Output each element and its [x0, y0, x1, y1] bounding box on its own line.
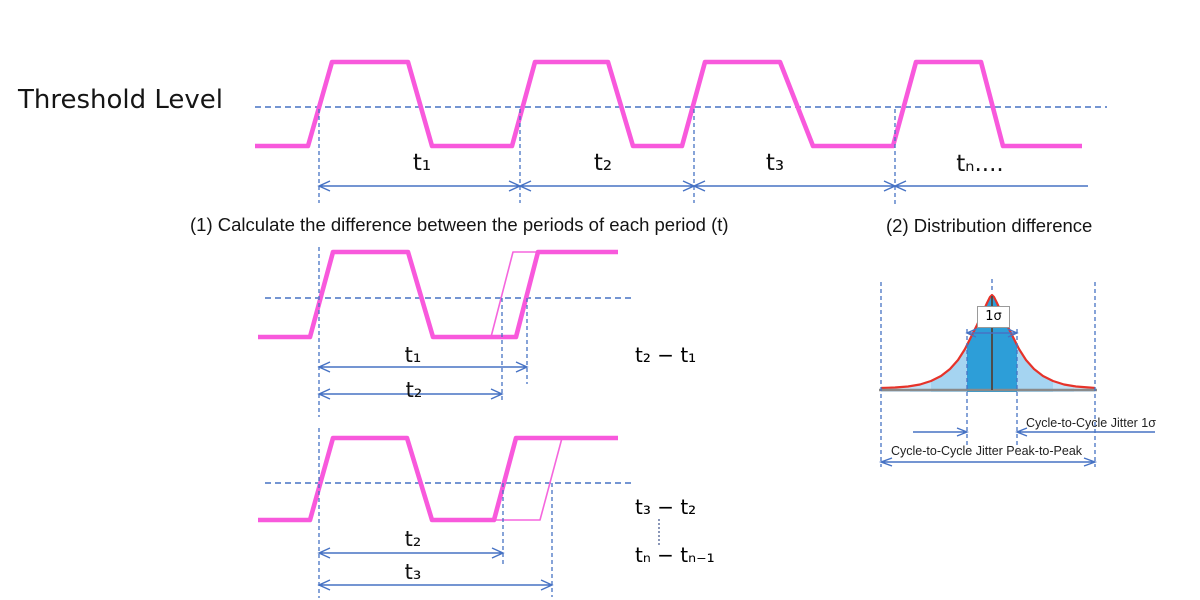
t3-dimension-arrow — [692, 180, 897, 192]
gaussian-curve — [880, 293, 1096, 390]
top-tn-label: tₙ.... — [956, 151, 1004, 177]
ellipsis-dots — [658, 519, 660, 545]
t1-dimension-arrow-d1 — [317, 361, 529, 373]
threshold-level-label: Threshold Level — [18, 85, 224, 115]
d1-t2-label: t₂ — [405, 378, 423, 402]
jitter-p2p-dimension-arrow — [878, 457, 1098, 467]
reference-waveform-t1 — [258, 249, 618, 340]
overlay-waveform-t2 — [468, 251, 618, 338]
d2-t3-label: t₃ — [404, 560, 422, 584]
t2-dimension-arrow — [518, 180, 696, 192]
reference-waveform-t2 — [258, 435, 618, 523]
tn-dimension-arrow — [893, 180, 1088, 192]
sigma-value-box: 1σ — [977, 306, 1010, 328]
overlay-waveform-t3 — [480, 437, 618, 521]
d2-t2-label: t₂ — [404, 527, 422, 551]
jitter-p2p-label: Cycle-to-Cycle Jitter Peak-to-Peak — [891, 444, 1083, 458]
top-t2-label: t₂ — [593, 150, 613, 176]
period-compare-diagram-1 — [258, 247, 633, 417]
formula-tn-minus-tn1: tₙ − tₙ₋₁ — [635, 543, 715, 567]
top-t1-label: t₁ — [412, 150, 432, 176]
jitter-sigma-label: Cycle-to-Cycle Jitter 1σ — [1026, 416, 1156, 430]
formula-t3-minus-t2: t₃ − t₂ — [635, 495, 697, 519]
jitter-sigma-dimension-arrow — [913, 427, 1155, 437]
t2-dimension-arrow-d2 — [317, 547, 505, 559]
period-compare-diagram-2 — [258, 428, 633, 598]
t3-dimension-arrow-d2 — [317, 579, 554, 591]
distribution-diagram — [878, 279, 1155, 467]
bell-fill-bands — [881, 295, 1095, 392]
section2-heading: (2) Distribution difference — [886, 215, 1093, 236]
top-t3-label: t₃ — [765, 150, 785, 176]
clock-waveform — [255, 59, 1082, 149]
t1-dimension-arrow — [317, 180, 522, 192]
t2-dimension-arrow-d1 — [317, 388, 504, 400]
top-waveform-group — [255, 59, 1107, 205]
sigma-span-arrow — [965, 328, 1019, 338]
section1-heading: (1) Calculate the difference between the… — [190, 214, 729, 235]
formula-t2-minus-t1: t₂ − t₁ — [635, 343, 697, 367]
d1-t1-label: t₁ — [404, 343, 422, 367]
